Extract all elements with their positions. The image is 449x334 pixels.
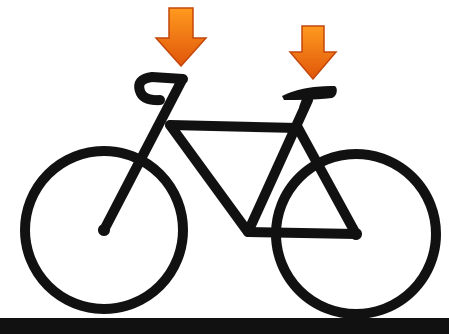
front-hub — [350, 228, 362, 240]
top-tube — [170, 125, 298, 128]
saddle — [282, 86, 337, 100]
saddle-arrow — [290, 26, 336, 79]
ground-line — [0, 318, 449, 334]
down-arrow-icon — [290, 26, 336, 79]
rear-hub — [98, 224, 110, 236]
seat-stay — [298, 128, 356, 234]
handlebar-arrow — [156, 8, 206, 66]
bicycle-icon — [25, 77, 436, 314]
down-arrow-icon — [156, 8, 206, 66]
chain-stay — [248, 232, 356, 234]
